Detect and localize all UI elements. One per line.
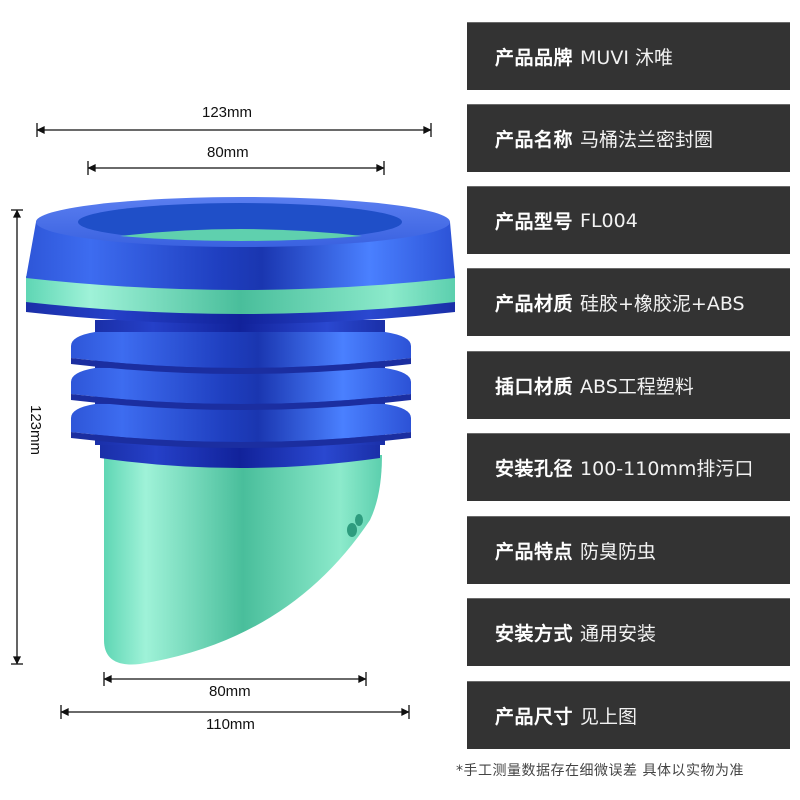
spec-size: 产品尺寸 见上图 — [467, 681, 790, 749]
spec-value: 防臭防虫 — [580, 541, 657, 563]
spec-install-method: 安装方式 通用安装 — [467, 598, 790, 666]
spec-hole-diameter: 安装孔径 100-110mm排污口 — [467, 433, 790, 501]
spec-label: 产品型号 — [495, 211, 574, 233]
spec-material: 产品材质 硅胶+橡胶泥+ABS — [467, 268, 790, 336]
spec-value: 马桶法兰密封圈 — [580, 129, 714, 151]
spec-value: MUVI 沐唯 — [580, 47, 673, 69]
dim-bottom-inner: 80mm — [209, 683, 251, 700]
spec-label: 产品特点 — [495, 541, 574, 563]
dimension-lines — [11, 123, 432, 719]
spec-name: 产品名称 马桶法兰密封圈 — [467, 104, 790, 172]
spec-value: FL004 — [580, 209, 638, 232]
spec-brand: 产品品牌 MUVI 沐唯 — [467, 22, 790, 90]
spec-value: 100-110mm排污口 — [580, 458, 754, 480]
spec-model: 产品型号 FL004 — [467, 186, 790, 254]
spec-label: 插口材质 — [495, 376, 574, 398]
product-illustration — [11, 123, 455, 719]
spec-label: 产品材质 — [495, 293, 574, 315]
spec-label: 安装孔径 — [495, 458, 574, 480]
dim-bottom-outer: 110mm — [206, 716, 255, 733]
spec-value: 见上图 — [580, 706, 638, 728]
dim-top-inner: 80mm — [207, 144, 249, 161]
spec-value: ABS工程塑料 — [580, 376, 694, 398]
measurement-footnote: *手工测量数据存在细微误差 具体以实物为准 — [456, 763, 744, 779]
spec-label: 产品名称 — [495, 129, 574, 151]
spec-label: 产品品牌 — [495, 47, 574, 69]
spec-value: 通用安装 — [580, 623, 657, 645]
dim-top-outer: 123mm — [202, 104, 253, 121]
spec-insert-material: 插口材质 ABS工程塑料 — [467, 351, 790, 419]
spec-label: 产品尺寸 — [495, 706, 574, 728]
spec-features: 产品特点 防臭防虫 — [467, 516, 790, 584]
dim-height: 123mm — [27, 405, 44, 456]
spec-value: 硅胶+橡胶泥+ABS — [580, 293, 745, 315]
spec-label: 安装方式 — [495, 623, 574, 645]
